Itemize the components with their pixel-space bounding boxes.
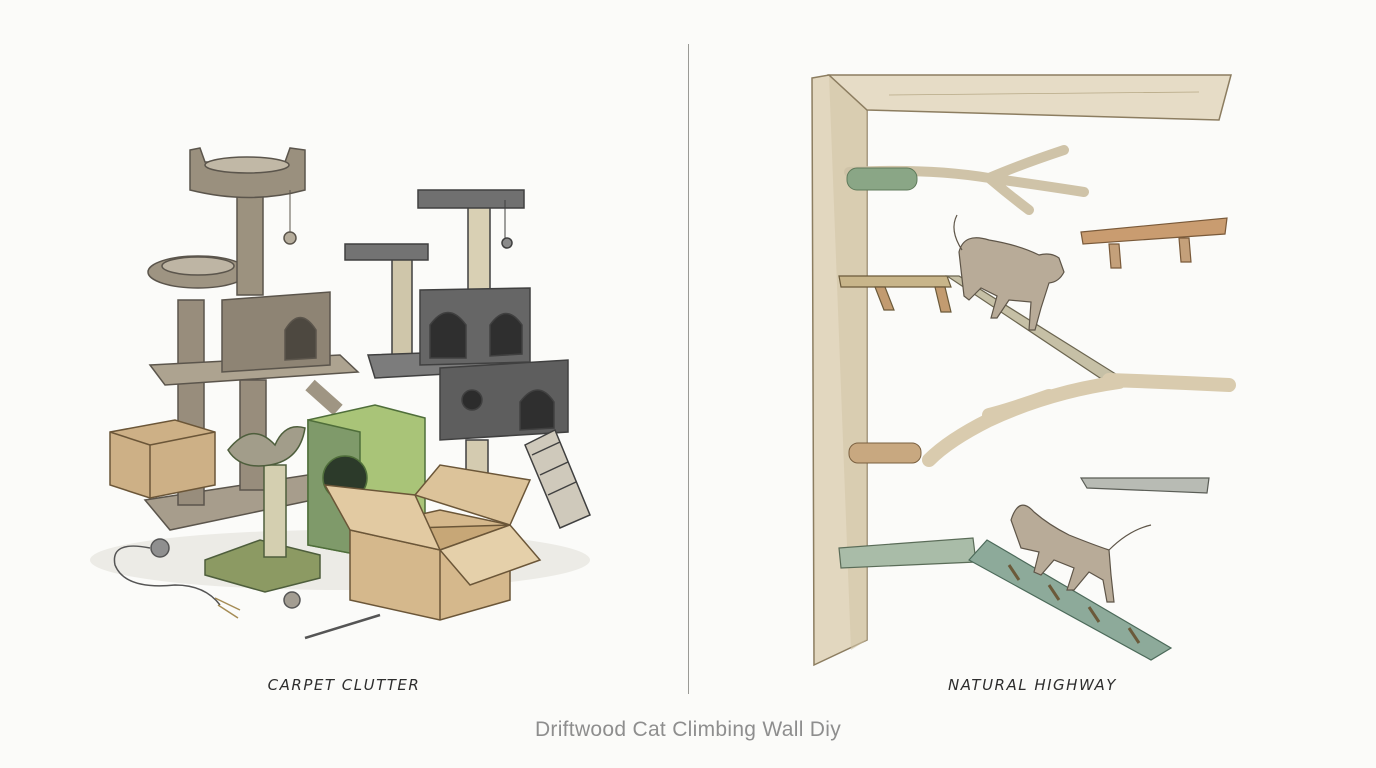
gray-top-platform — [417, 189, 525, 209]
sisal-post — [263, 464, 287, 558]
wall-board-top — [827, 74, 1232, 121]
gray-left-platform — [344, 243, 429, 261]
lower-ramp — [968, 539, 1173, 661]
gray-cat-tree — [344, 189, 591, 529]
house-opening — [284, 316, 317, 361]
driftwood-branch — [922, 373, 1236, 467]
tree-post — [236, 184, 264, 296]
green-scratch-stand — [204, 426, 321, 593]
toy-feather — [214, 597, 241, 619]
small-shelf — [1080, 217, 1228, 269]
slate-shelf — [1079, 477, 1210, 494]
left-panel-label: CARPET CLUTTER — [267, 676, 421, 694]
box-flap — [438, 524, 542, 586]
image-caption: Driftwood Cat Climbing Wall Diy — [534, 718, 842, 741]
toy-ball — [501, 237, 513, 249]
toy-string — [113, 545, 221, 606]
floor-toys — [113, 538, 381, 640]
stand-top — [227, 426, 306, 467]
toy-pompom — [283, 591, 301, 609]
branch-mount — [846, 167, 918, 191]
driftwood-step — [848, 442, 922, 464]
open-cardboard-box — [323, 464, 542, 621]
panel-divider — [688, 44, 689, 694]
sisal-post — [391, 254, 413, 366]
sisal-post — [467, 204, 491, 296]
natural-highway-illustration — [811, 74, 1236, 667]
beige-cat-tree — [143, 147, 362, 531]
left-panel: CARPET CLUTTER — [0, 0, 688, 700]
cat-icon — [953, 214, 1065, 331]
toy-stick — [304, 613, 381, 640]
right-panel: NATURAL HIGHWAY — [689, 0, 1376, 700]
carpet-clutter-illustration — [90, 147, 591, 640]
right-panel-label: NATURAL HIGHWAY — [948, 676, 1117, 694]
wide-shelf — [838, 275, 952, 313]
box-flap — [413, 464, 532, 526]
cat-icon — [1010, 504, 1152, 603]
small-cardboard-box — [109, 419, 216, 499]
toy-ball — [150, 538, 170, 558]
scratch-ramp — [524, 428, 591, 529]
toy-ball — [283, 231, 297, 245]
